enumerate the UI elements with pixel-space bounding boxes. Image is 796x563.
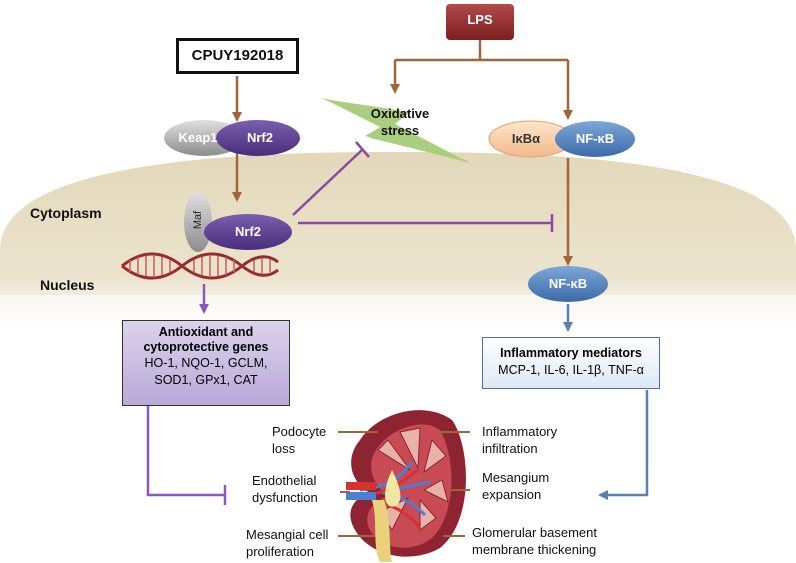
inhibit-kidney-injury (146, 405, 225, 497)
arrow-mediators-to-kidney (598, 390, 649, 500)
nfkb-nuclear-protein (528, 266, 608, 302)
maf-label: Maf (192, 210, 204, 230)
nrf2-top-label: Nrf2 (246, 130, 273, 145)
inflammatory-infiltration-label-1: Inflammatory (482, 424, 558, 439)
mesangial-label-2: proliferation (246, 544, 314, 559)
nfkb-top-label: NF-κB (575, 131, 615, 146)
lps-branch (395, 40, 568, 62)
dna-helix (121, 252, 279, 280)
mesangium-label-2: expansion (482, 487, 542, 502)
endothelial-label-1: Endothelial (252, 473, 317, 488)
cytoplasm-fade (0, 295, 796, 335)
ikba-label: IκBα (511, 131, 541, 146)
gbm-label-2: membrane thickening (472, 542, 597, 557)
antioxidant-title-1: Antioxidant and (158, 325, 254, 339)
nrf2-nuclear-protein (204, 214, 292, 250)
nrf2-top-protein (216, 120, 300, 156)
nfkb-nuclear-label: NF-κB (548, 276, 588, 291)
antioxidant-title-2: cytoprotective genes (143, 340, 269, 354)
oxidative-stress-bolt-main (330, 100, 470, 163)
nrf2-nuclear-label: Nrf2 (234, 224, 261, 239)
lps-box (446, 4, 514, 40)
inhibit-oxidative-stress (292, 149, 363, 216)
endothelial-label-2: dysfunction (252, 490, 318, 505)
kidney-pointer-lines (338, 431, 470, 537)
drug-label: CPUY192018 (191, 47, 284, 64)
inflammatory-list: MCP-1, IL-6, IL-1β, TNF-α (498, 363, 644, 377)
mesangium-label-1: Mesangium (482, 470, 550, 485)
oxidative-stress-line2: stress (380, 123, 420, 138)
kidney-illustration (346, 410, 466, 562)
podocyte-label-1: Podocyte (272, 424, 327, 439)
maf-protein (184, 192, 212, 252)
inhibit-oxidative-stress-bar (355, 141, 370, 158)
mesangial-label-1: Mesangial cell (246, 527, 329, 542)
keap1-label: Keap1 (178, 130, 218, 145)
nucleus-label: Nucleus (40, 277, 95, 293)
oxidative-stress-line1: Oxidative (370, 106, 430, 121)
antioxidant-genes-1: HO-1, NQO-1, GCLM, (144, 356, 268, 370)
antioxidant-genes-box: Antioxidant and cytoprotective genes HO-… (122, 320, 290, 406)
nfkb-top-protein (555, 121, 635, 157)
lps-label: LPS (467, 12, 493, 27)
inflammatory-title: Inflammatory mediators (500, 346, 642, 360)
podocyte-label-2: loss (272, 441, 296, 456)
inflammatory-mediators-box: Inflammatory mediators MCP-1, IL-6, IL-1… (482, 337, 660, 389)
gbm-label-1: Glomerular basement (472, 525, 597, 540)
antioxidant-genes-2: SOD1, GPx1, CAT (154, 373, 258, 387)
inflammatory-infiltration-label-2: infiltration (482, 441, 538, 456)
cytoplasm-label: Cytoplasm (30, 205, 102, 221)
drug-box: CPUY192018 (176, 38, 299, 74)
